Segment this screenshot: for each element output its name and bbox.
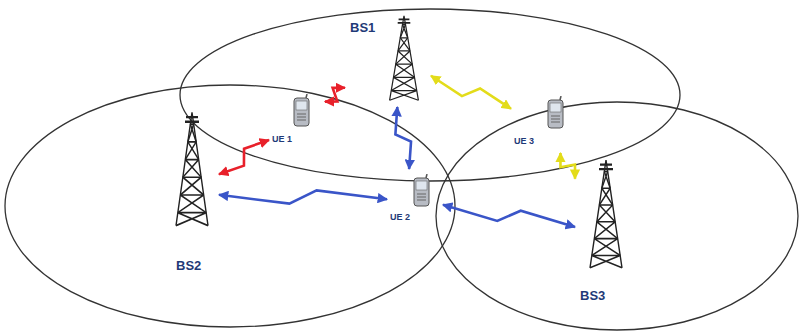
radio-link [560, 153, 575, 179]
radio-link [219, 140, 269, 174]
base-station: BS2 [164, 108, 216, 280]
node-label: BS1 [350, 20, 375, 35]
radio-link [443, 205, 575, 227]
tower-icon [586, 158, 626, 270]
radio-link [431, 76, 511, 109]
user-equipment: UE 3 [514, 94, 572, 150]
radio-link [395, 107, 411, 169]
radio-link [219, 190, 387, 203]
user-equipment: UE 1 [272, 92, 322, 150]
tower-icon [386, 14, 422, 102]
base-station: BS3 [578, 156, 632, 308]
tower-icon [172, 110, 212, 228]
phone-icon [292, 94, 312, 128]
cell-ellipse [5, 85, 455, 327]
base-station: BS1 [348, 12, 428, 104]
node-label: BS3 [580, 288, 605, 303]
phone-icon [546, 96, 566, 130]
node-label: UE 2 [390, 212, 410, 223]
phone-icon [412, 174, 432, 208]
radio-link [325, 88, 345, 102]
node-label: UE 3 [514, 136, 534, 147]
user-equipment: UE 2 [390, 172, 440, 228]
cell-ellipse [180, 9, 680, 181]
cell-ellipse [436, 102, 798, 330]
node-label: UE 1 [272, 134, 292, 145]
node-label: BS2 [176, 258, 201, 273]
